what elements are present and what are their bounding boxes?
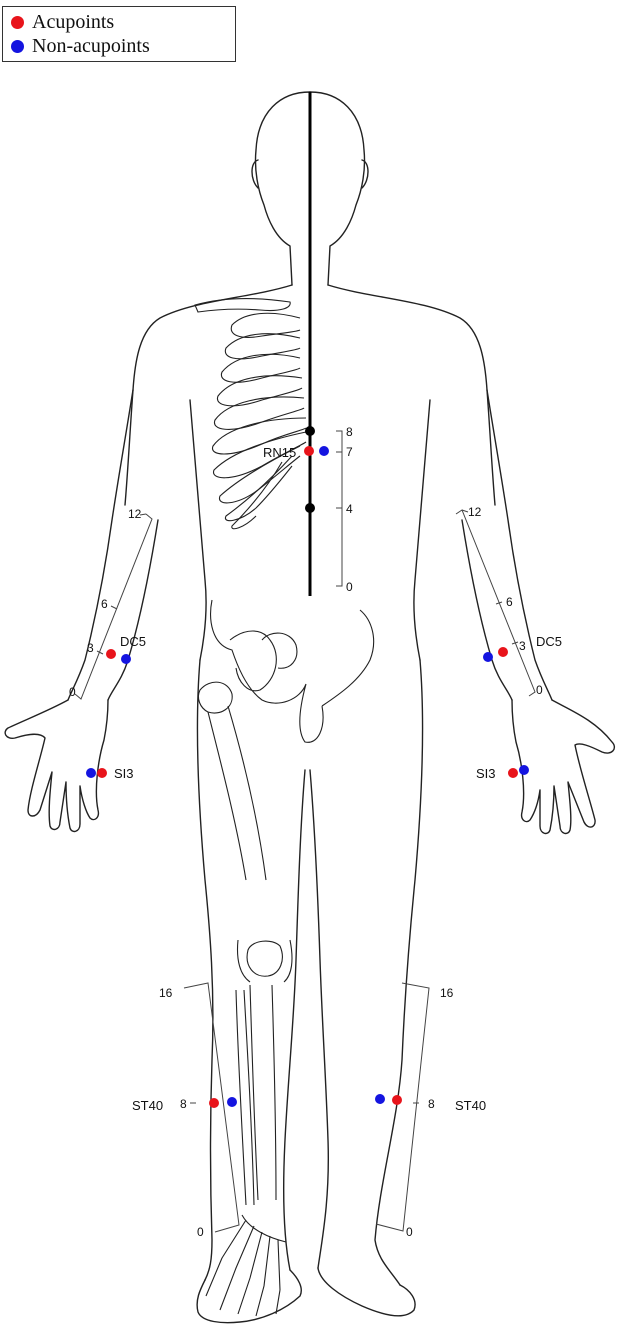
patella — [246, 940, 283, 977]
knee-joint — [236, 939, 293, 983]
acupoint-si3-left: SI3 — [476, 765, 529, 781]
scale-tick-label: 0 — [346, 580, 353, 594]
foot-left — [317, 1267, 416, 1317]
point-label: DC5 — [120, 634, 146, 649]
scale-tick-label: 7 — [346, 445, 353, 459]
legend: Acupoints Non-acupoints — [2, 6, 236, 62]
fibula — [235, 989, 255, 1206]
body-outline — [4, 91, 616, 1324]
acupoint-marker — [508, 768, 518, 778]
scale-tick-label: 12 — [128, 507, 142, 521]
midline-marker — [305, 426, 315, 436]
non-acupoint-marker — [227, 1097, 237, 1107]
leg-left-outer — [374, 659, 424, 1286]
scale-tick-label: 3 — [519, 639, 526, 653]
midline — [305, 92, 315, 596]
leg-right-inner — [282, 769, 306, 1271]
arm-right-scale: 12 6 3 0 — [69, 507, 153, 700]
femur — [207, 705, 267, 881]
acupoint-marker — [209, 1098, 219, 1108]
scale-tick-label: 0 — [406, 1225, 413, 1239]
rib-cage — [212, 312, 307, 530]
head-outline — [254, 91, 311, 286]
foot-bones — [205, 1214, 287, 1317]
acupoint-dc5-left: DC5 — [483, 634, 562, 662]
scale-tick-label: 6 — [101, 597, 108, 611]
acupoint-marker — [97, 768, 107, 778]
torso-scale: 8 7 4 0 — [336, 425, 353, 594]
legend-label: Acupoints — [32, 10, 115, 33]
scale-tick-label: 8 — [346, 425, 353, 439]
leg-right-outer — [196, 659, 214, 1281]
non-acupoint-marker — [121, 654, 131, 664]
hip-joint — [197, 681, 233, 714]
leg-left-scale: 16 8 0 — [375, 982, 454, 1239]
acupoint-dc5-right: DC5 — [106, 634, 146, 664]
blue-dot-icon — [11, 39, 24, 53]
acupoint-marker — [304, 446, 314, 456]
acupoint-marker — [498, 647, 508, 657]
arm-left-scale: 12 6 3 0 — [455, 505, 543, 697]
armpit-right — [189, 399, 207, 661]
skeleton — [194, 297, 375, 1317]
scale-tick-label: 3 — [87, 641, 94, 655]
acupoint-rn15: RN15 — [263, 445, 329, 460]
non-acupoint-marker — [86, 768, 96, 778]
point-label: SI3 — [476, 766, 496, 781]
point-label: ST40 — [455, 1098, 486, 1113]
point-label: DC5 — [536, 634, 562, 649]
scale-tick-label: 8 — [180, 1097, 187, 1111]
legend-label: Non-acupoints — [32, 34, 150, 57]
torso-right-side — [124, 284, 293, 506]
leg-right-scale: 16 8 0 — [159, 982, 240, 1239]
leg-left-inner — [309, 769, 329, 1269]
hand-left — [511, 699, 616, 835]
scale-tick-label: 6 — [506, 595, 513, 609]
arm-left-inner — [461, 519, 513, 701]
scale-tick-label: 12 — [468, 505, 482, 519]
ear-right — [251, 159, 259, 189]
scale-tick-label: 0 — [536, 683, 543, 697]
pelvis — [210, 599, 375, 743]
head-outline-left — [309, 91, 366, 286]
torso-left-side — [327, 284, 496, 506]
foot-right — [196, 1269, 302, 1324]
non-acupoint-marker — [319, 446, 329, 456]
scale-tick-label: 8 — [428, 1097, 435, 1111]
acupoint-si3-right: SI3 — [86, 766, 134, 781]
clavicle — [194, 297, 291, 313]
non-acupoint-marker — [483, 652, 493, 662]
arm-left-outer — [486, 389, 553, 701]
non-acupoint-marker — [519, 765, 529, 775]
non-acupoint-marker — [375, 1094, 385, 1104]
legend-item-acupoints: Acupoints — [11, 11, 114, 33]
red-dot-icon — [11, 15, 24, 29]
acupoint-st40-left: ST40 — [375, 1094, 486, 1113]
point-label: ST40 — [132, 1098, 163, 1113]
midline-marker — [305, 503, 315, 513]
scale-tick-label: 0 — [197, 1225, 204, 1239]
ear-left — [361, 159, 369, 189]
point-label: RN15 — [263, 445, 296, 460]
scale-tick-label: 16 — [159, 986, 173, 1000]
acupoint-st40-right: ST40 — [132, 1097, 237, 1113]
legend-item-non-acupoints: Non-acupoints — [11, 35, 150, 57]
scale-tick-label: 0 — [69, 685, 76, 699]
point-label: SI3 — [114, 766, 134, 781]
armpit-left — [413, 399, 431, 661]
hand-right — [4, 699, 109, 833]
acupoint-marker — [106, 649, 116, 659]
arm-right-outer — [67, 389, 134, 701]
acupoint-marker — [392, 1095, 402, 1105]
scale-tick-label: 16 — [440, 986, 454, 1000]
tibia — [249, 984, 277, 1201]
arm-right-inner — [107, 519, 159, 701]
scale-tick-label: 4 — [346, 502, 353, 516]
